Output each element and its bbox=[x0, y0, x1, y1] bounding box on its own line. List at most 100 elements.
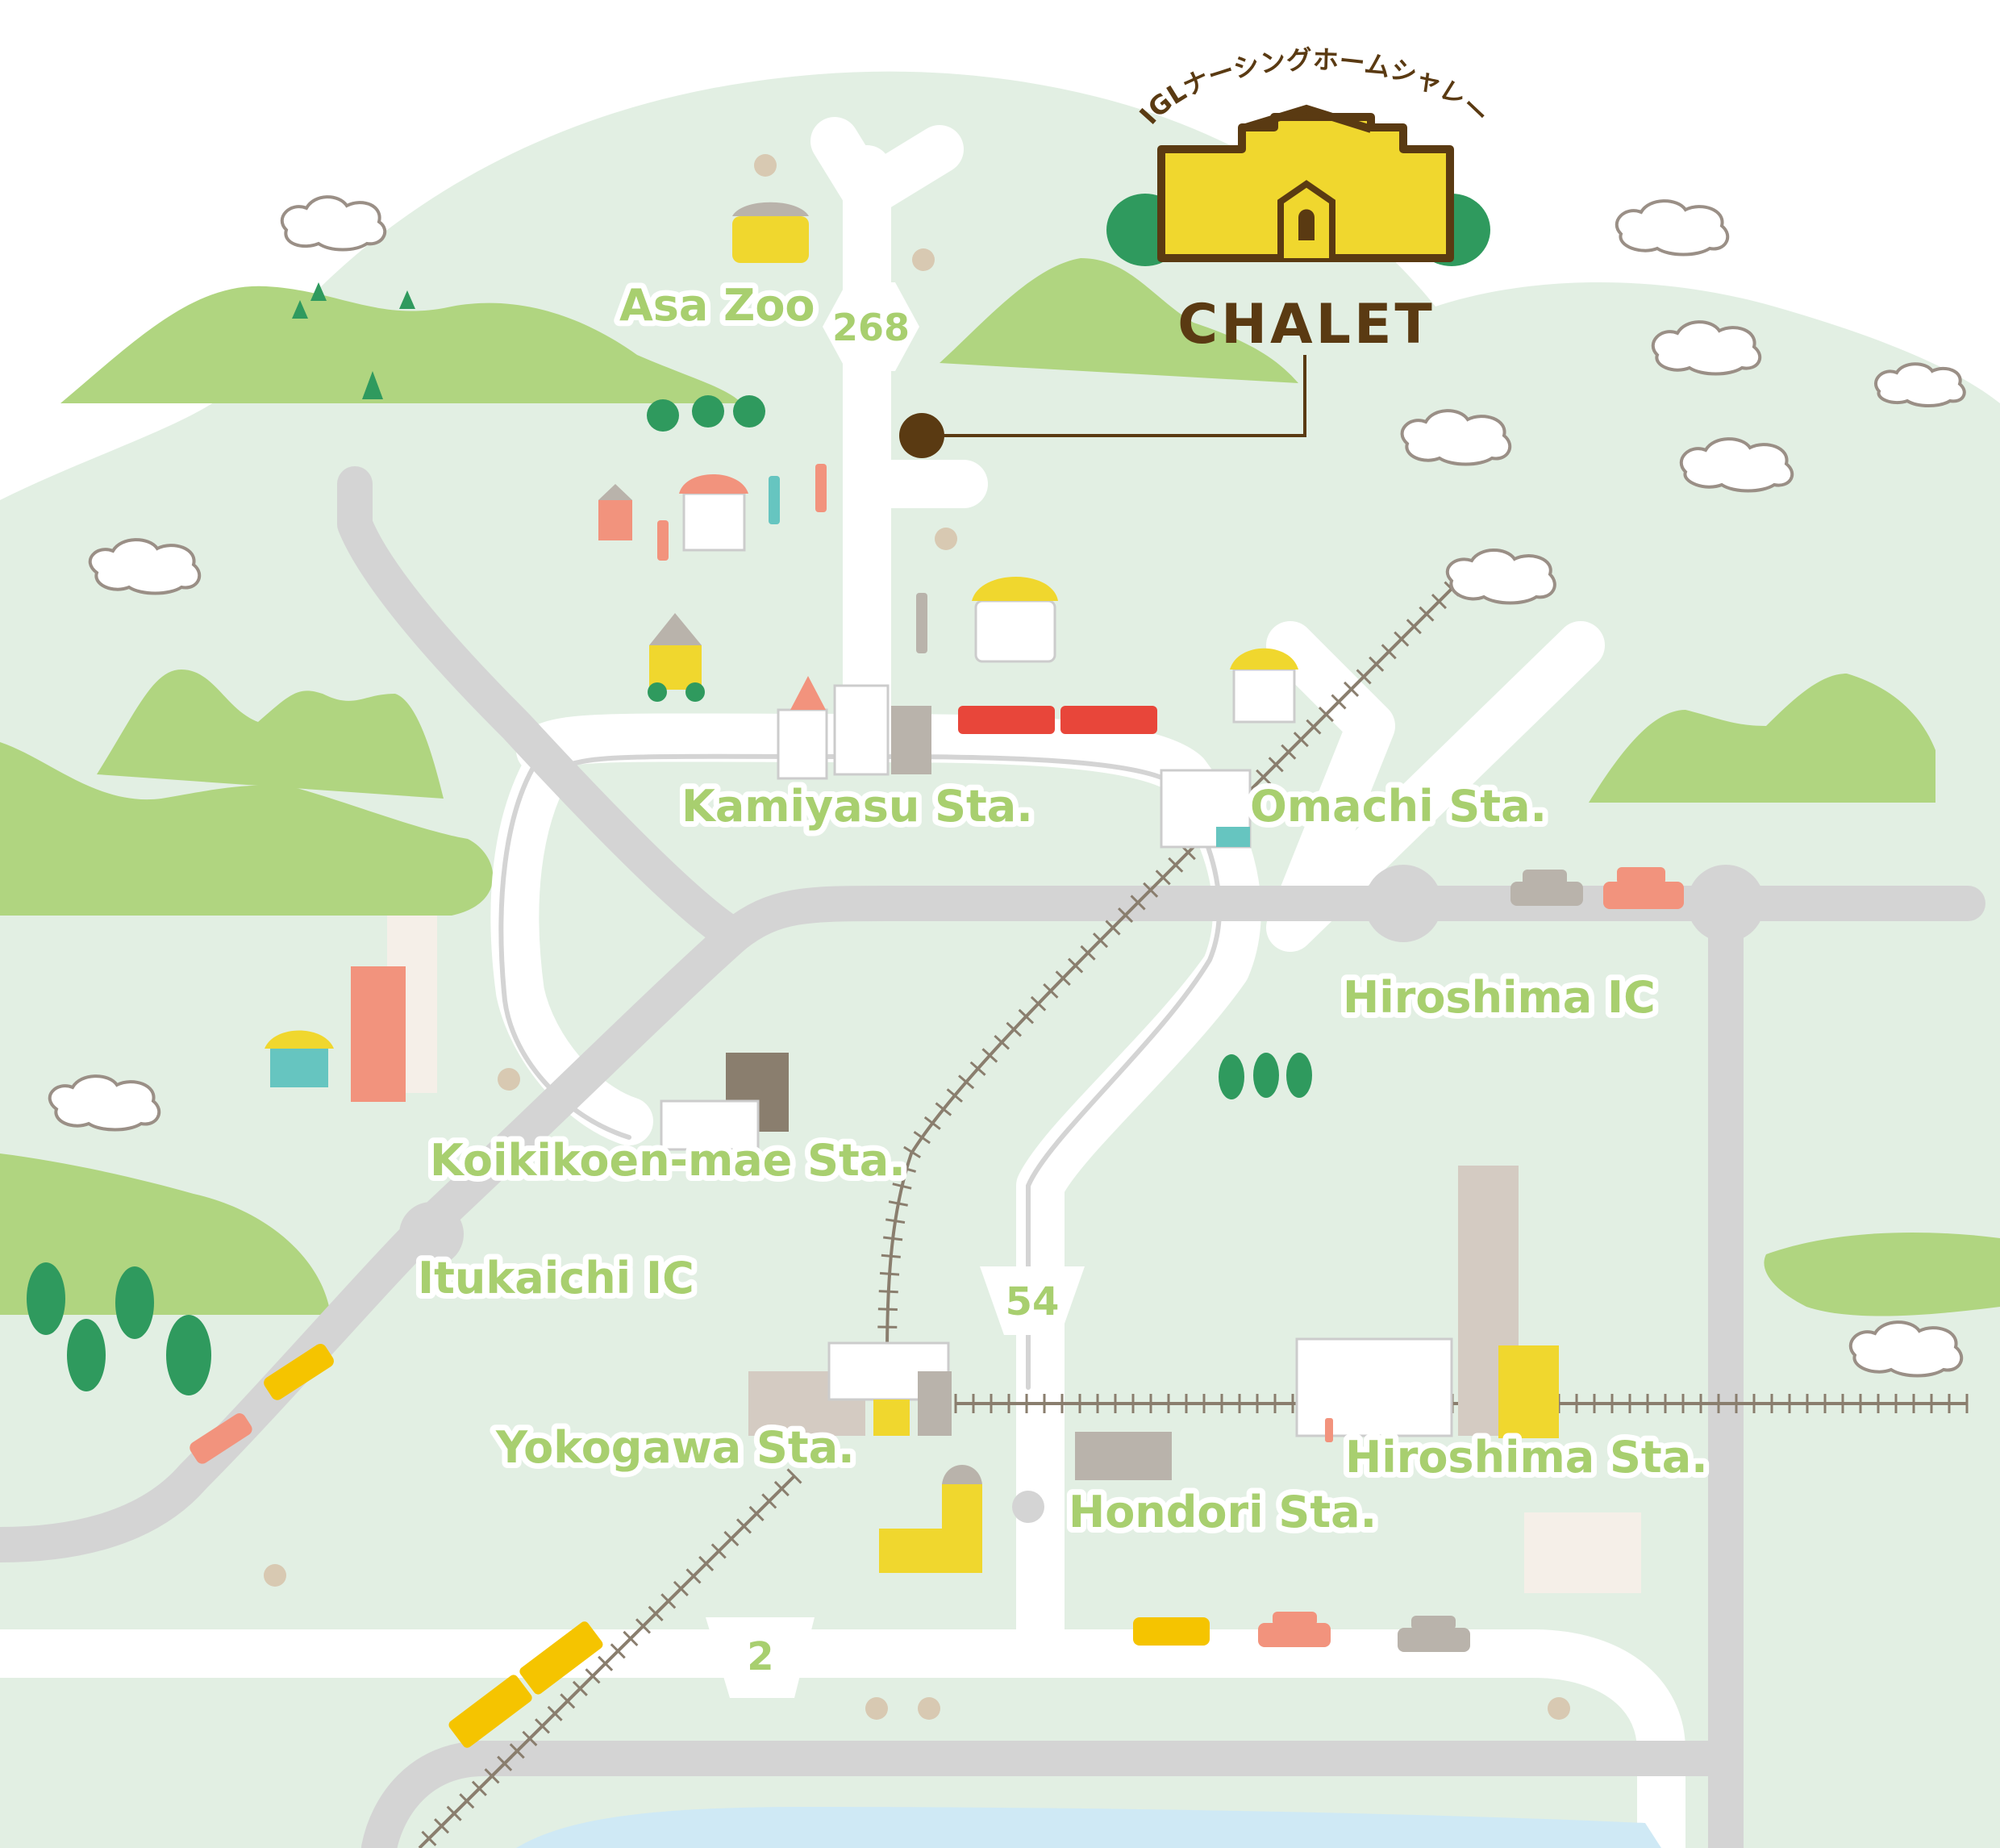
railway-tie bbox=[1394, 631, 1410, 647]
chalet-roof-icon bbox=[1239, 104, 1373, 133]
person-icon bbox=[657, 520, 669, 561]
railway-tie bbox=[560, 1693, 576, 1709]
railway-tie bbox=[1356, 669, 1372, 685]
railway-tie bbox=[1431, 594, 1447, 610]
railway-tie bbox=[610, 1643, 626, 1659]
route-2-road bbox=[0, 1629, 1685, 1848]
street bbox=[1266, 621, 1605, 952]
location-pin-icon[interactable] bbox=[899, 413, 944, 458]
house-icon bbox=[265, 1030, 334, 1087]
house-icon bbox=[1230, 648, 1298, 724]
railway-tie bbox=[1006, 1021, 1022, 1037]
cloud-icon bbox=[1848, 1320, 1964, 1378]
cloud-icon bbox=[1874, 362, 1966, 407]
expressway bbox=[337, 466, 752, 953]
railway-tie bbox=[547, 1705, 563, 1721]
cloud-icon bbox=[1400, 409, 1512, 466]
dot bbox=[498, 1068, 520, 1091]
railway-tie bbox=[1043, 983, 1059, 999]
railway-tie bbox=[572, 1680, 588, 1696]
railway-tie bbox=[903, 1145, 921, 1159]
cloud-icon bbox=[88, 538, 202, 595]
railway-tie bbox=[723, 1530, 740, 1547]
railway-tie bbox=[698, 1555, 715, 1572]
hill bbox=[1589, 674, 1935, 803]
railway-tie bbox=[446, 1805, 462, 1821]
train-icon bbox=[448, 1621, 603, 1748]
chalet-window-icon bbox=[1298, 209, 1315, 240]
label-hiroshima-sta: Hiroshima Sta. bbox=[1345, 1432, 1708, 1483]
cars bbox=[190, 867, 1684, 1652]
interchange bbox=[1365, 865, 1442, 942]
cloud-icon bbox=[1445, 549, 1556, 605]
trees bbox=[27, 282, 1312, 1395]
hill bbox=[940, 258, 1298, 383]
label-hiroshima-ic: Hiroshima IC bbox=[1343, 972, 1656, 1023]
route-268-label: 268 bbox=[832, 306, 910, 349]
railway-tie bbox=[773, 1480, 790, 1497]
house-icon bbox=[648, 613, 705, 702]
local-streets bbox=[0, 117, 1685, 1848]
buildings bbox=[265, 202, 1641, 1593]
railway-tie bbox=[459, 1793, 475, 1809]
hills bbox=[0, 258, 2000, 1316]
dot bbox=[918, 1697, 940, 1720]
car-icon bbox=[1398, 1616, 1470, 1652]
railway-tie bbox=[969, 1061, 986, 1076]
tree-icon bbox=[27, 1262, 211, 1395]
church-building-icon bbox=[879, 1465, 982, 1573]
railway-tie bbox=[761, 1493, 777, 1509]
car-icon bbox=[190, 1413, 252, 1464]
highways bbox=[0, 466, 1985, 1848]
railway-tie bbox=[994, 1034, 1010, 1050]
train-icon bbox=[958, 706, 1157, 734]
railway-tie bbox=[623, 1630, 639, 1646]
railway-tie bbox=[1155, 870, 1171, 886]
railway-tie bbox=[1168, 857, 1184, 873]
railway-tie bbox=[1018, 1008, 1035, 1024]
railway-tie bbox=[888, 1200, 908, 1207]
house-icon bbox=[598, 484, 632, 540]
street bbox=[516, 713, 1261, 1678]
street bbox=[810, 117, 964, 218]
hill bbox=[0, 1153, 331, 1315]
railway-tie bbox=[883, 1236, 903, 1241]
railway-tie bbox=[484, 1768, 500, 1784]
cloud-icon bbox=[1615, 199, 1730, 257]
route-2-shield: 2 bbox=[706, 1617, 815, 1698]
dot bbox=[912, 248, 935, 271]
railway-tie bbox=[522, 1730, 538, 1746]
railway-tie bbox=[1369, 656, 1385, 672]
hill bbox=[60, 286, 742, 403]
tree-icon bbox=[1219, 1053, 1312, 1099]
railway-tie bbox=[1256, 769, 1272, 785]
railway-tie bbox=[1118, 907, 1134, 924]
railway-tie bbox=[923, 1116, 941, 1130]
location-leader-line bbox=[922, 355, 1306, 437]
label-yokogawa-sta: Yokogawa Sta. bbox=[495, 1422, 855, 1473]
railway-tie bbox=[673, 1580, 689, 1596]
house-icon bbox=[972, 577, 1058, 663]
railway-tie bbox=[981, 1048, 998, 1063]
railway-tie bbox=[598, 1655, 614, 1671]
expressway bbox=[361, 1741, 1744, 1848]
railway-line bbox=[885, 587, 1453, 1356]
railway-tie bbox=[735, 1518, 752, 1534]
river bbox=[516, 1807, 1661, 1848]
railway-tie bbox=[748, 1505, 765, 1522]
hill bbox=[1764, 1232, 2000, 1316]
car-icon bbox=[1133, 1617, 1210, 1646]
railway-tie bbox=[786, 1468, 802, 1484]
cloud-icon bbox=[280, 195, 387, 252]
route-54-shield: 54 bbox=[980, 1266, 1085, 1335]
railway-tie bbox=[878, 1290, 898, 1294]
cloud-icon bbox=[1651, 320, 1762, 376]
railway-tie bbox=[1318, 707, 1334, 723]
railway-tie bbox=[935, 1102, 952, 1116]
label-itukaichi-ic: Itukaichi IC bbox=[418, 1253, 694, 1304]
hondori-building-icon bbox=[1075, 1432, 1172, 1480]
tree-icon bbox=[647, 395, 765, 432]
railway-tie bbox=[497, 1755, 513, 1771]
railway-tie bbox=[471, 1780, 487, 1796]
